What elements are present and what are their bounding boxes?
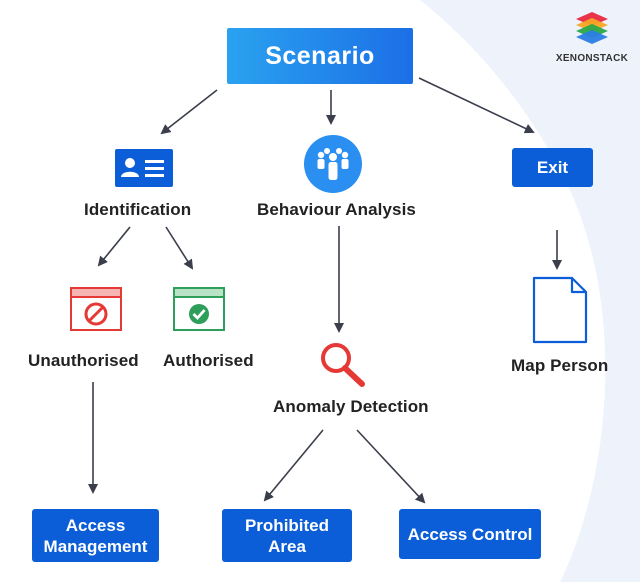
unauthorised-label: Unauthorised	[28, 351, 139, 370]
authorised-label: Authorised	[163, 351, 254, 370]
blocked-window-icon	[70, 287, 122, 336]
behaviour-analysis-label: Behaviour Analysis	[257, 200, 416, 219]
approved-window-icon	[173, 287, 225, 336]
stack-layers-icon	[576, 12, 608, 44]
arrow-scenario-identification	[160, 89, 218, 135]
access-management-line1: Access	[65, 515, 126, 535]
brand-logo: XENONSTACK	[548, 8, 636, 64]
id-card-icon	[115, 149, 173, 192]
brand-name: XENONSTACK	[555, 53, 629, 64]
scenario-node: Scenario	[227, 28, 413, 84]
anomaly-detection-label: Anomaly Detection	[273, 397, 429, 416]
map-person-label: Map Person	[511, 356, 609, 375]
identification-label: Identification	[84, 200, 192, 219]
arrow-anomaly-prohibited	[263, 429, 324, 502]
access-management-line2: Management	[43, 536, 148, 556]
prohibited-area-node: Prohibited Area	[222, 509, 352, 562]
access-management-node: Access Management	[32, 509, 159, 562]
prohibited-area-line2: Area	[268, 536, 306, 556]
arrow-anomaly-access-control	[356, 429, 426, 504]
prohibited-area-line1: Prohibited	[244, 515, 330, 535]
document-icon	[532, 276, 588, 349]
arrow-identification-unauthorised	[97, 226, 131, 267]
magnifier-icon	[317, 340, 369, 393]
arrow-identification-authorised	[165, 226, 194, 270]
people-group-icon	[304, 135, 362, 198]
access-control-node: Access Control	[399, 509, 541, 559]
arrow-scenario-exit	[418, 77, 535, 134]
exit-node: Exit	[512, 148, 593, 187]
